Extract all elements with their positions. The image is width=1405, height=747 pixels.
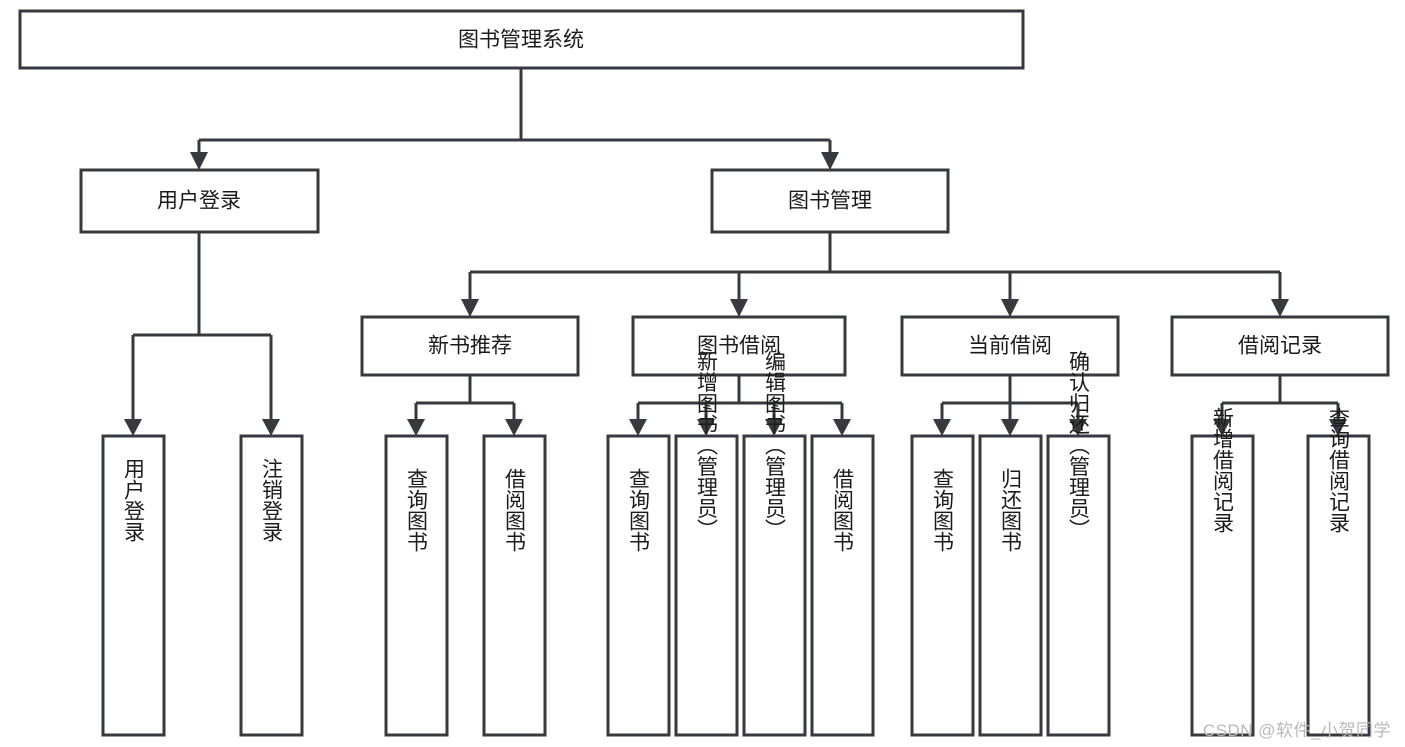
arrow-icon-borrowrecord-leaf-2: [1329, 419, 1347, 436]
leaf-currentborrow-query-book-box[interactable]: [910, 434, 975, 737]
leaf-user-login-logout-box[interactable]: [239, 434, 304, 737]
leaf-newbook-borrow-book[interactable]: 借阅图书: [482, 434, 547, 737]
node-book-manage-label: 图书管理: [788, 190, 872, 213]
leaf-user-login-login-label: 用户登录: [122, 458, 146, 542]
arrow-icon-to-current-borrow: [1001, 299, 1019, 317]
node-user-login[interactable]: 用户登录: [79, 168, 320, 234]
leaf-bookborrow-add-book[interactable]: 新增图书（管理员）: [674, 351, 739, 737]
arrow-icon-currentborrow-leaf-1: [933, 419, 951, 436]
connector-layer: [131, 68, 1340, 419]
leaf-bookborrow-borrow-book-box[interactable]: [810, 434, 875, 737]
arrow-icon-bookborrow-leaf-1: [629, 419, 647, 436]
node-user-login-label: 用户登录: [157, 190, 241, 213]
leaf-currentborrow-return-book-box[interactable]: [978, 434, 1043, 737]
leaf-borrowrecord-add-record-label: 新增借阅记录: [1211, 407, 1235, 533]
arrow-icon-currentborrow-leaf-3: [1069, 419, 1087, 436]
arrow-icon-to-borrow-record: [1271, 299, 1289, 317]
leaf-user-login-logout-label: 注销登录: [260, 458, 284, 542]
node-borrow-record[interactable]: 借阅记录: [1170, 315, 1390, 377]
node-book-borrow-label: 图书借阅: [697, 335, 781, 358]
leaf-currentborrow-confirm-return-box[interactable]: [1046, 434, 1111, 737]
node-book-manage[interactable]: 图书管理: [710, 168, 950, 234]
node-current-borrow-box[interactable]: [900, 315, 1120, 377]
leaf-bookborrow-edit-book[interactable]: 编辑图书（管理员）: [742, 351, 807, 737]
node-new-book-recommend[interactable]: 新书推荐: [360, 315, 580, 377]
arrow-icon-to-leaf-logout: [262, 419, 280, 436]
leaf-currentborrow-return-book-label: 归还图书: [999, 468, 1023, 552]
node-user-login-box[interactable]: [79, 168, 320, 234]
leaf-borrowrecord-query-record-box[interactable]: [1306, 434, 1371, 737]
arrow-icon-newbook-leaf-1: [407, 419, 425, 436]
leaf-newbook-query-book[interactable]: 查询图书: [384, 434, 449, 737]
leaf-bookborrow-edit-book-label: 编辑图书（管理员）: [763, 351, 787, 540]
node-current-borrow[interactable]: 当前借阅: [900, 315, 1120, 377]
node-book-borrow[interactable]: 图书借阅: [631, 315, 847, 377]
csdn-watermark: CSDN @软件_小贺同学: [1202, 721, 1391, 740]
leaf-currentborrow-confirm-return[interactable]: 确认归还（管理员）: [1046, 351, 1111, 737]
leaf-borrowrecord-add-record[interactable]: 新增借阅记录: [1190, 407, 1255, 737]
node-new-book-recommend-label: 新书推荐: [428, 335, 512, 358]
node-root-system[interactable]: 图书管理系统: [18, 9, 1025, 70]
arrow-icon-to-book-manage: [821, 152, 839, 170]
leaf-borrowrecord-query-record[interactable]: 查询借阅记录: [1306, 407, 1371, 737]
arrow-icon-bookborrow-leaf-2: [697, 419, 715, 436]
arrow-icon-bookborrow-leaf-3: [765, 419, 783, 436]
arrow-icon-borrowrecord-leaf-1: [1213, 419, 1231, 436]
leaf-bookborrow-query-book-box[interactable]: [606, 434, 671, 737]
leaf-newbook-borrow-book-label: 借阅图书: [503, 468, 527, 552]
leaf-borrowrecord-add-record-box[interactable]: [1190, 434, 1255, 737]
leaf-user-login-login-box[interactable]: [101, 434, 166, 737]
arrow-icon-to-book-borrow: [730, 299, 748, 317]
arrow-icon-bookborrow-leaf-4: [833, 419, 851, 436]
leaf-currentborrow-confirm-return-label: 确认归还（管理员）: [1067, 351, 1091, 540]
leaf-bookborrow-edit-book-box[interactable]: [742, 434, 807, 737]
arrow-icon-to-new-book-recommend: [461, 299, 479, 317]
node-root-system-box[interactable]: [18, 9, 1025, 70]
node-borrow-record-label: 借阅记录: [1238, 335, 1322, 358]
node-borrow-record-box[interactable]: [1170, 315, 1390, 377]
arrow-icon-currentborrow-leaf-2: [1001, 419, 1019, 436]
node-book-manage-box[interactable]: [710, 168, 950, 234]
node-root-system-label: 图书管理系统: [458, 29, 584, 52]
node-book-borrow-box[interactable]: [631, 315, 847, 377]
leaf-user-login-logout[interactable]: 注销登录: [239, 434, 304, 737]
leaf-bookborrow-borrow-book-label: 借阅图书: [831, 468, 855, 552]
leaf-bookborrow-add-book-label: 新增图书（管理员）: [695, 351, 719, 540]
leaf-bookborrow-query-book[interactable]: 查询图书: [606, 434, 671, 737]
leaf-bookborrow-borrow-book[interactable]: 借阅图书: [810, 434, 875, 737]
leaf-bookborrow-add-book-box[interactable]: [674, 434, 739, 737]
node-new-book-recommend-box[interactable]: [360, 315, 580, 377]
leaf-newbook-query-book-label: 查询图书: [405, 468, 429, 552]
arrow-icon-to-user-login: [190, 152, 208, 170]
node-current-borrow-label: 当前借阅: [968, 335, 1052, 358]
leaf-newbook-query-book-box[interactable]: [384, 434, 449, 737]
leaf-currentborrow-return-book[interactable]: 归还图书: [978, 434, 1043, 737]
leaf-bookborrow-query-book-label: 查询图书: [627, 468, 651, 552]
arrow-icon-to-leaf-user-login: [124, 419, 142, 436]
leaf-newbook-borrow-book-box[interactable]: [482, 434, 547, 737]
arrow-icon-newbook-leaf-2: [505, 419, 523, 436]
arrowhead-layer: [124, 152, 1347, 436]
leaf-user-login-login[interactable]: 用户登录: [101, 434, 166, 737]
leaf-currentborrow-query-book[interactable]: 查询图书: [910, 434, 975, 737]
leaf-currentborrow-query-book-label: 查询图书: [931, 468, 955, 552]
leaf-borrowrecord-query-record-label: 查询借阅记录: [1327, 407, 1351, 533]
